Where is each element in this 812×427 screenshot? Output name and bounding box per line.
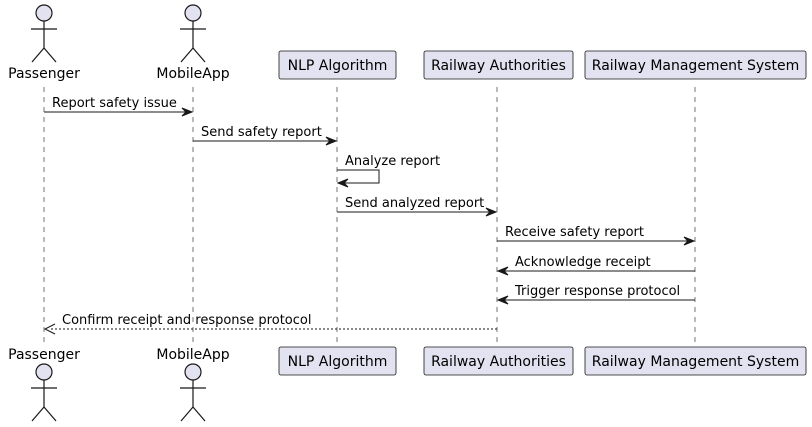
participant-passenger-top: Passenger [8,4,80,82]
message-label: Report safety issue [52,96,177,111]
participant-box [278,346,397,376]
arrow-head [336,178,349,188]
participant-label: Passenger [8,347,80,363]
participant-mobileapp-top: MobileApp [156,4,230,82]
message-label: Trigger response protocol [514,284,680,299]
participant-authorities-top: Railway Authorities [423,50,574,80]
participant-label: NLP Algorithm [288,58,388,74]
participant-label: Railway Authorities [431,354,566,370]
participant-label: Railway Authorities [431,58,566,74]
actor-head [184,363,202,381]
participant-authorities-bottom: Railway Authorities [423,346,574,376]
arrow-head [325,136,338,146]
actor-leg-left [31,406,45,422]
arrow-head [496,266,509,276]
actor-leg-right [192,406,206,422]
message-label: Analyze report [345,154,440,169]
message-4: Send analyzed report [337,196,498,217]
message-6: Acknowledge receipt [496,255,695,276]
message-3: Analyze report [336,154,440,188]
participant-nlp-bottom: NLP Algorithm [278,346,397,376]
participant-label: Passenger [8,66,80,82]
participant-box [423,50,574,80]
message-7: Trigger response protocol [496,284,695,305]
participant-label: MobileApp [156,347,229,363]
participant-box [584,50,807,80]
arrow-head [485,207,498,217]
actor-head [35,4,53,22]
lifelines [43,87,696,342]
actor-leg-left [180,406,194,422]
actor-head [184,4,202,22]
message-label: Receive safety report [505,225,644,240]
participant-passenger-bottom: Passenger [8,347,80,422]
arrow-head [181,107,194,117]
actor-leg-left [31,47,45,63]
participant-box [584,346,807,376]
actor-leg-right [192,47,206,63]
participant-label: MobileApp [156,66,229,82]
participant-box [278,50,397,80]
actor-leg-right [43,406,57,422]
message-label: Send analyzed report [345,196,484,211]
actor-leg-left [180,47,194,63]
participant-rms-bottom: Railway Management System [584,346,807,376]
participant-nlp-top: NLP Algorithm [278,50,397,80]
message-label: Acknowledge receipt [515,255,651,270]
participant-label: Railway Management System [592,58,799,74]
message-2: Send safety report [193,125,338,146]
participants: PassengerPassengerMobileAppMobileAppNLP … [8,4,807,422]
message-label: Confirm receipt and response protocol [62,313,311,328]
participant-label: NLP Algorithm [288,354,388,370]
participant-box [423,346,574,376]
message-1: Report safety issue [44,96,194,117]
arrow-head [683,236,696,246]
message-label: Send safety report [201,125,322,140]
message-line [337,169,380,184]
participant-rms-top: Railway Management System [584,50,807,80]
actor-leg-right [43,47,57,63]
actor-head [35,363,53,381]
participant-mobileapp-bottom: MobileApp [156,347,230,422]
participant-label: Railway Management System [592,354,799,370]
arrow-head [43,323,56,335]
message-8: Confirm receipt and response protocol [43,313,497,335]
message-5: Receive safety report [497,225,696,246]
arrow-head [496,295,509,305]
